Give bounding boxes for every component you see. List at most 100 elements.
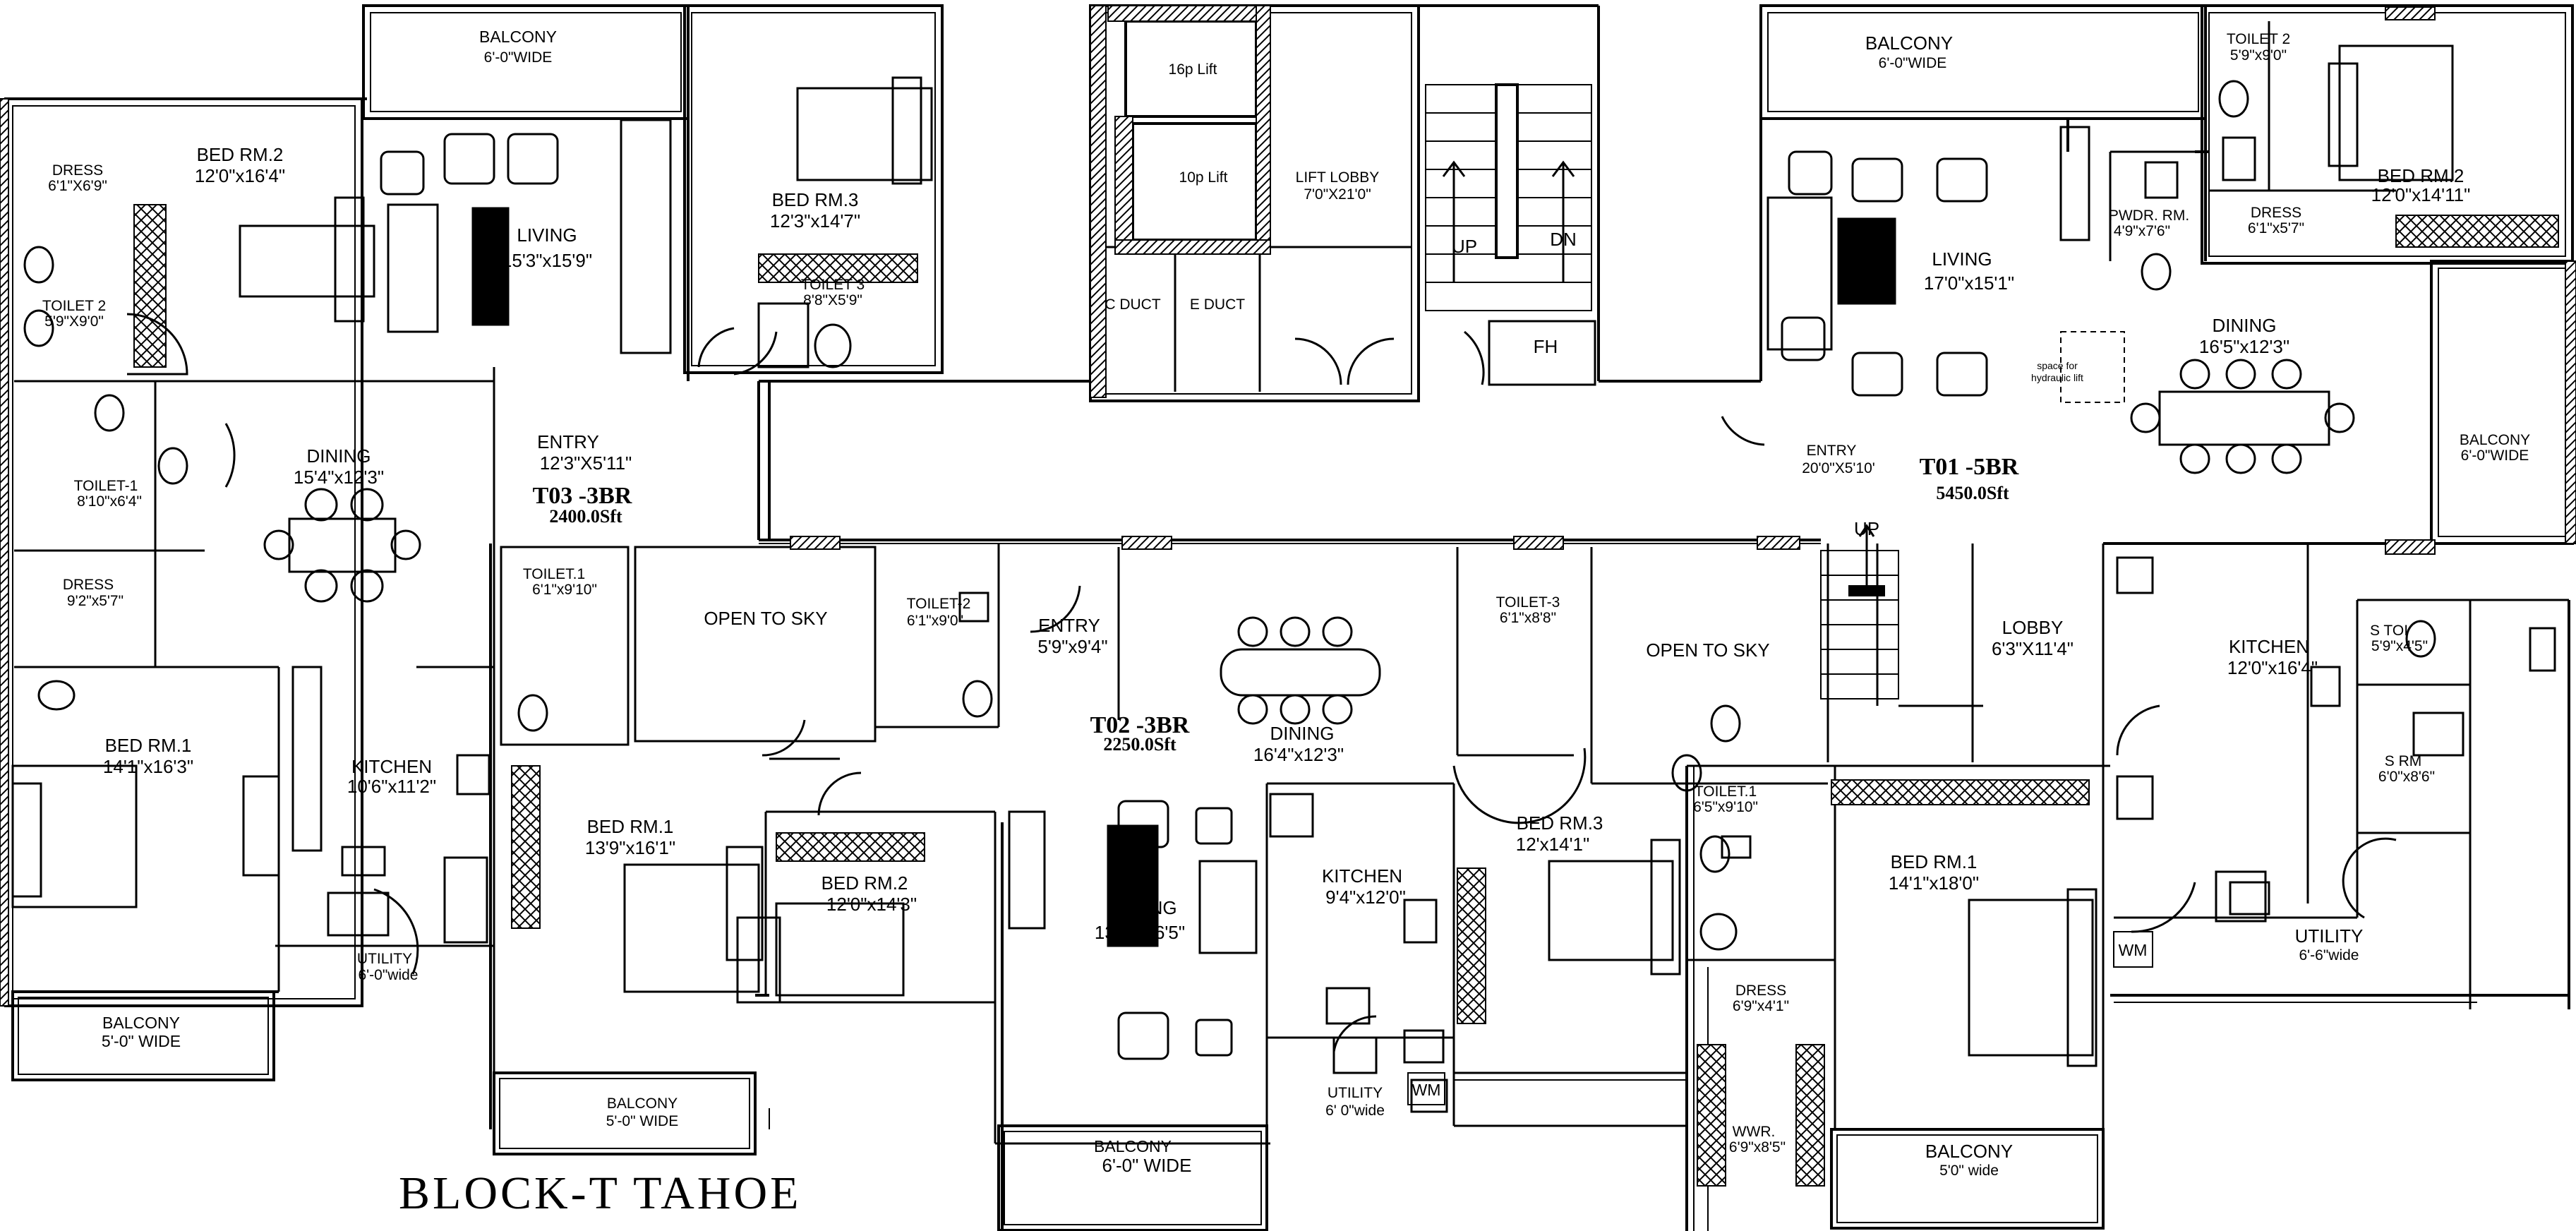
room-dim: 12'x14'1" bbox=[1516, 834, 1589, 855]
room-name: UTILITY bbox=[357, 951, 412, 967]
fire-hydrant-label: FH bbox=[1534, 336, 1558, 357]
walls bbox=[4, 4, 2574, 1231]
room-dim: 12'0"x14'11" bbox=[2371, 184, 2471, 205]
lift-label: 16p Lift bbox=[1169, 61, 1217, 78]
room-dim: 13'9"x16'1" bbox=[585, 837, 675, 858]
room-dim: 16'4"x12'3" bbox=[1253, 744, 1344, 765]
lift-label: 10p Lift bbox=[1179, 169, 1228, 186]
room-name: DRESS bbox=[63, 577, 114, 593]
room-dim: 6'1"x9'10" bbox=[532, 582, 597, 598]
room-name: TOILET-1 bbox=[74, 478, 138, 494]
room-dim: 8'8"X5'9" bbox=[803, 292, 862, 308]
unit-area: 2250.0Sft bbox=[1103, 734, 1176, 755]
room-dim: 9'4"x12'0" bbox=[1325, 887, 1406, 908]
staircase bbox=[1425, 83, 1899, 699]
room-dim: 14'1"x16'3" bbox=[103, 756, 193, 777]
room-dim: 15'3"x15'9" bbox=[502, 250, 592, 271]
room-name: ENTRY bbox=[1807, 443, 1857, 459]
room-dim: 6'1"x9'0" bbox=[907, 613, 963, 629]
door-swings bbox=[126, 313, 2397, 1052]
room-name: BED RM.3 bbox=[1517, 812, 1603, 834]
room-dim: 15'4"x12'3" bbox=[294, 467, 384, 488]
room-dim: 5'0" wide bbox=[1939, 1163, 1999, 1179]
room-name: BED RM.1 bbox=[1891, 851, 1978, 872]
room-dim: 12'0"x14'3" bbox=[826, 894, 917, 915]
room-dim: 13'1"x16'5" bbox=[1095, 922, 1185, 943]
room-dim: 6'9"x8'5" bbox=[1729, 1139, 1786, 1155]
room-dim: 12'0"x16'4" bbox=[2227, 657, 2318, 678]
room-dim: 6'-0"WIDE bbox=[1879, 55, 1947, 71]
room-name: BALCONY bbox=[1865, 32, 1953, 54]
room-dim: 16'5"x12'3" bbox=[2199, 336, 2289, 357]
room-dim: 6'1"X6'9" bbox=[48, 178, 107, 194]
room-name: TOILET-2 bbox=[907, 596, 971, 612]
room-dim: 7'0"X21'0" bbox=[1304, 186, 1371, 203]
room-name: BED RM.3 bbox=[772, 189, 859, 210]
room-name: BALCONY bbox=[2460, 432, 2530, 448]
room-name: DINING bbox=[1270, 723, 1335, 744]
room-dim: 6'5"x9'10" bbox=[1693, 799, 1758, 815]
room-dim: 4'9"x7'6" bbox=[2114, 223, 2170, 239]
room-name: DINING bbox=[2213, 315, 2277, 336]
room-name: TOILET 2 bbox=[2227, 31, 2290, 47]
furniture bbox=[11, 44, 2556, 1113]
room-dim: 6'-0"WIDE bbox=[484, 49, 553, 66]
room-dim: 5'9"x9'0" bbox=[2230, 47, 2287, 64]
unit-name: T03 -3BR bbox=[533, 483, 632, 509]
room-name: BED RM.2 bbox=[2378, 165, 2464, 186]
duct-label: C DUCT bbox=[1105, 296, 1160, 313]
note-label: space for bbox=[2037, 360, 2078, 371]
room-name: LIFT LOBBY bbox=[1296, 169, 1380, 186]
room-dim: 6'-0"WIDE bbox=[2461, 448, 2529, 464]
room-name: TOILET 2 bbox=[42, 298, 106, 314]
room-name: KITCHEN bbox=[2229, 636, 2309, 657]
room-name: DINING bbox=[307, 445, 371, 467]
room-name: BED RM.2 bbox=[197, 144, 284, 165]
room-name: DRESS bbox=[2251, 205, 2301, 221]
room-name: LOBBY bbox=[2002, 617, 2064, 638]
room-name: TOILET 3 bbox=[801, 277, 865, 293]
room-dim: 10'6"x11'2" bbox=[347, 776, 436, 797]
room-dim: 12'3"X5'11" bbox=[540, 452, 632, 474]
room-name: BALCONY bbox=[1925, 1141, 2013, 1162]
room-name: BED RM.2 bbox=[821, 872, 908, 894]
room-dim: 20'0"X5'10' bbox=[1802, 460, 1875, 476]
unit-area: 5450.0Sft bbox=[1936, 483, 2009, 503]
room-name: TOILET.1 bbox=[523, 566, 585, 582]
room-name: BALCONY bbox=[102, 1014, 180, 1032]
note-label: hydraulic lift bbox=[2031, 372, 2083, 383]
room-dim: 9'2"x5'7" bbox=[67, 593, 124, 609]
room-dim: 14'1"x18'0" bbox=[1889, 872, 1979, 894]
room-dim: 8'10"x6'4" bbox=[77, 493, 142, 510]
room-name: BALCONY bbox=[479, 28, 557, 46]
room-name: BALCONY bbox=[607, 1095, 678, 1112]
unit-area: 2400.0Sft bbox=[549, 506, 622, 527]
room-dim: 5'9"X9'0" bbox=[44, 313, 104, 330]
room-name: ENTRY bbox=[537, 431, 599, 452]
room-name: LIVING bbox=[1932, 248, 1992, 270]
room-name: KITCHEN bbox=[1322, 865, 1402, 887]
room-name: UTILITY bbox=[2295, 925, 2364, 947]
room-dim: 6' 0"wide bbox=[1325, 1103, 1385, 1119]
room-dim: 6'0"x8'6" bbox=[2378, 769, 2435, 785]
stair-up-label: UP bbox=[1452, 236, 1477, 257]
room-dim: 17'0"x15'1" bbox=[1924, 272, 2014, 294]
room-dim: 6'-6"wide bbox=[2299, 947, 2359, 963]
room-dim: 5'-0" WIDE bbox=[102, 1032, 181, 1050]
wall-hatching bbox=[0, 5, 2576, 1007]
unit-name: T01 -5BR bbox=[1920, 454, 2019, 480]
wardrobes bbox=[133, 204, 2559, 1187]
room-name: KITCHEN bbox=[351, 756, 432, 777]
room-name: TOILET-3 bbox=[1496, 594, 1560, 611]
room-name: S TOI bbox=[2370, 623, 2408, 639]
room-name: WWR. bbox=[1733, 1124, 1776, 1140]
washing-machine-label: WM bbox=[1412, 1081, 1441, 1099]
block-title: BLOCK-T TAHOE bbox=[399, 1167, 801, 1219]
room-name: S RM bbox=[2385, 753, 2422, 769]
room-name: LIVING bbox=[517, 224, 577, 246]
room-name: DRESS bbox=[1735, 983, 1786, 999]
room-dim: 5'9"x4'5" bbox=[2371, 638, 2428, 654]
washing-machine-label: WM bbox=[2119, 941, 2148, 959]
room-dim: 6'1"x5'7" bbox=[2248, 220, 2304, 236]
